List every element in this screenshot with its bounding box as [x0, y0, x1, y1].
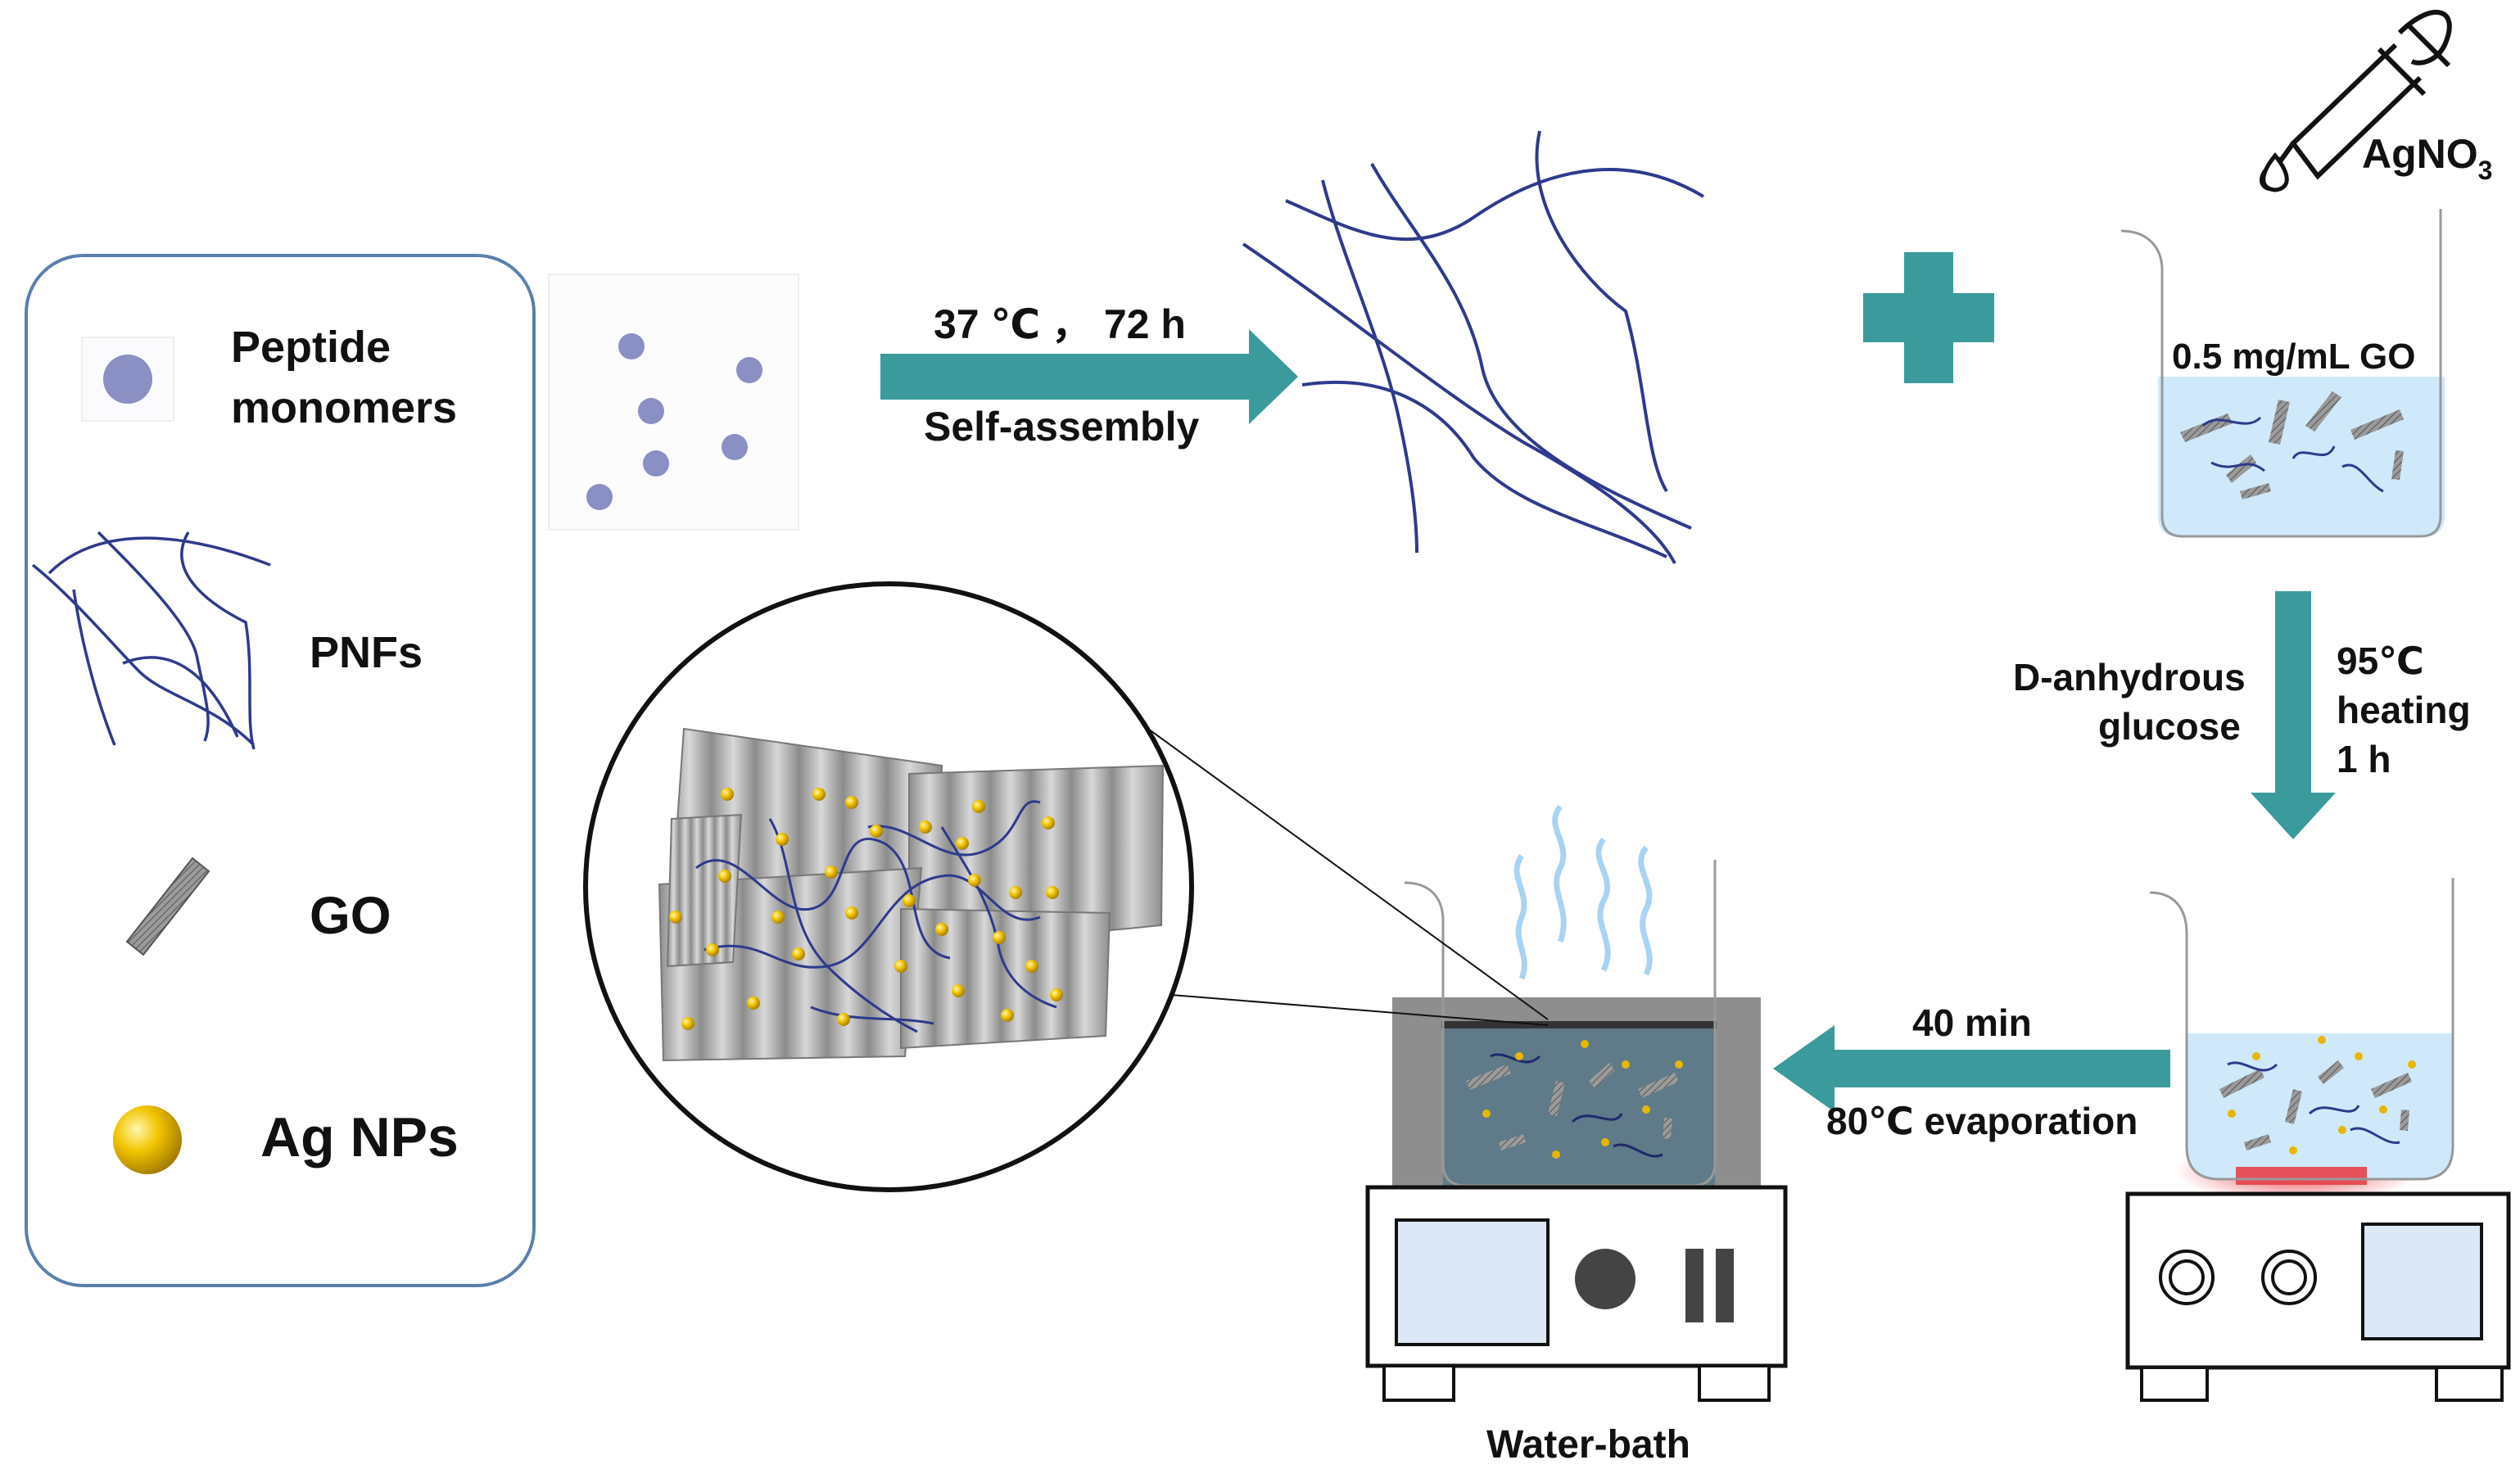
monomer-dispersion: [548, 273, 799, 531]
heat-band: [2236, 1167, 2367, 1185]
heating-temp: 95℃: [2337, 640, 2424, 682]
evaporation-action: 80℃ evaporation: [1826, 1100, 2138, 1142]
water-bath: [1392, 804, 1761, 1187]
legend-agnps-label: Ag NPs: [260, 1106, 459, 1168]
heating-step: D-anhydrous glucose 95℃ heating 1 h: [2013, 591, 2471, 839]
legend-peptide-label-1: Peptide: [231, 323, 391, 372]
bath-solution: [1443, 1024, 1715, 1186]
water-bath-stand: Water-bath: [1365, 1185, 1788, 1467]
hot-plate-display: [2361, 1223, 2483, 1340]
plus-sign-icon: [1863, 252, 1994, 383]
legend-go-label: GO: [310, 886, 391, 945]
self-assembly-condition: 37 ℃ ， 72 h: [934, 301, 1186, 347]
pnf-network: [1242, 130, 1705, 564]
zoom-nanofibers: [695, 800, 1057, 1033]
water-bath-display: [1395, 1218, 1550, 1346]
graphene-oxide-sheet-icon: [125, 857, 210, 956]
dropper-drop-icon: [2261, 152, 2289, 192]
legend-item-go: GO: [125, 857, 391, 956]
evaporation-step: 40 min 80℃ evaporation: [1773, 1001, 2170, 1142]
water-bath-switch-1: [1685, 1249, 1703, 1322]
hot-plate: [2125, 1191, 2511, 1402]
peptide-monomer-icon: [103, 355, 152, 404]
water-bath-switch-2: [1716, 1249, 1734, 1322]
evaporation-time: 40 min: [1912, 1001, 2032, 1044]
agno3-label: AgNO3: [2362, 131, 2492, 185]
go-beaker: 0.5 mg/mL GO: [2120, 209, 2445, 538]
legend-pnfs-label: PNFs: [310, 628, 423, 677]
peptide-monomer-dots: [586, 333, 762, 510]
heating-arrow: [2251, 591, 2336, 839]
legend-panel: Peptide monomers PNFs GO Ag NPs: [25, 254, 536, 1287]
glucose-label-1: D-anhydrous: [2013, 656, 2246, 698]
legend-item-agnps: Ag NPs: [113, 1105, 459, 1174]
reaction-solution: [2187, 1033, 2453, 1179]
go-flakes-in-beaker: [2180, 391, 2404, 499]
zoom-go-sheets: [658, 727, 1165, 1062]
silver-nanoparticle-icon: [113, 1105, 182, 1174]
self-assembly-step: 37 ℃ ， 72 h Self-assembly: [880, 301, 1298, 450]
self-assembly-arrow: [880, 329, 1298, 424]
water-bath-knob: [1575, 1249, 1636, 1309]
heated-beaker: [2149, 878, 2454, 1204]
zoom-silver-particles: [669, 788, 1063, 1030]
heating-time: 1 h: [2337, 738, 2391, 780]
glucose-label-2: glucose: [2098, 705, 2241, 748]
bath-go-flakes: [1466, 1063, 1679, 1150]
legend-item-peptide: Peptide monomers: [81, 323, 457, 432]
water-bath-label: Water-bath: [1486, 1423, 1690, 1467]
zoom-callout: [583, 581, 1549, 1192]
legend-peptide-label-2: monomers: [231, 383, 457, 432]
reaction-go-flakes: [2219, 1060, 2412, 1150]
heating-action: heating: [2337, 689, 2471, 731]
evaporation-arrow: [1773, 1025, 2170, 1112]
go-solution: [2158, 377, 2445, 536]
legend-item-pnfs: PNFs: [31, 531, 423, 750]
steam-icon: [1513, 804, 1653, 980]
self-assembly-process: Self-assembly: [924, 404, 1199, 450]
nanofiber-icon: [31, 531, 271, 750]
go-concentration-label: 0.5 mg/mL GO: [2172, 337, 2416, 377]
